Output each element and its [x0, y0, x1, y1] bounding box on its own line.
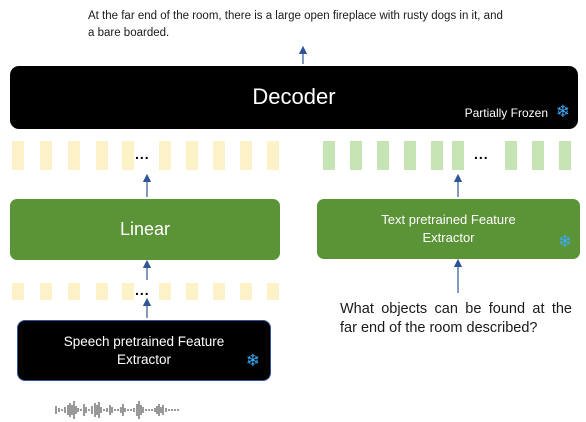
speech-token-row-upper: [12, 141, 279, 170]
snowflake-icon: ❄: [245, 351, 260, 370]
linear-block: Linear: [10, 199, 280, 260]
ellipsis-speech-upper: ...: [135, 146, 150, 162]
text-feature-extractor: Text pretrained Feature Extractor ❄: [317, 199, 580, 259]
ellipsis-text: ...: [474, 146, 489, 162]
speech-feature-extractor: Speech pretrained Feature Extractor ❄: [17, 320, 271, 381]
speech-token-row-lower: [12, 283, 279, 300]
snowflake-icon: ❄: [555, 102, 570, 121]
waveform-icon: [55, 401, 179, 419]
text-extractor-label-line1: Text pretrained Feature: [381, 212, 516, 227]
ellipsis-speech-lower: ...: [135, 282, 150, 298]
speech-extractor-label-line2: Extractor: [116, 351, 171, 367]
decoder-block: Decoder Partially Frozen ❄: [10, 66, 578, 129]
decoder-label: Decoder: [252, 84, 336, 109]
output-text: At the far end of the room, there is a l…: [88, 10, 503, 39]
snowflake-icon: ❄: [557, 232, 572, 251]
linear-label: Linear: [119, 219, 171, 239]
text-token-row: [323, 141, 571, 170]
text-extractor-label-line2: Extractor: [422, 230, 475, 245]
speech-extractor-label-line1: Speech pretrained Feature: [63, 333, 225, 349]
frozen-status: Partially Frozen: [464, 106, 548, 120]
input-question: What objects can be found at the far end…: [340, 301, 572, 336]
